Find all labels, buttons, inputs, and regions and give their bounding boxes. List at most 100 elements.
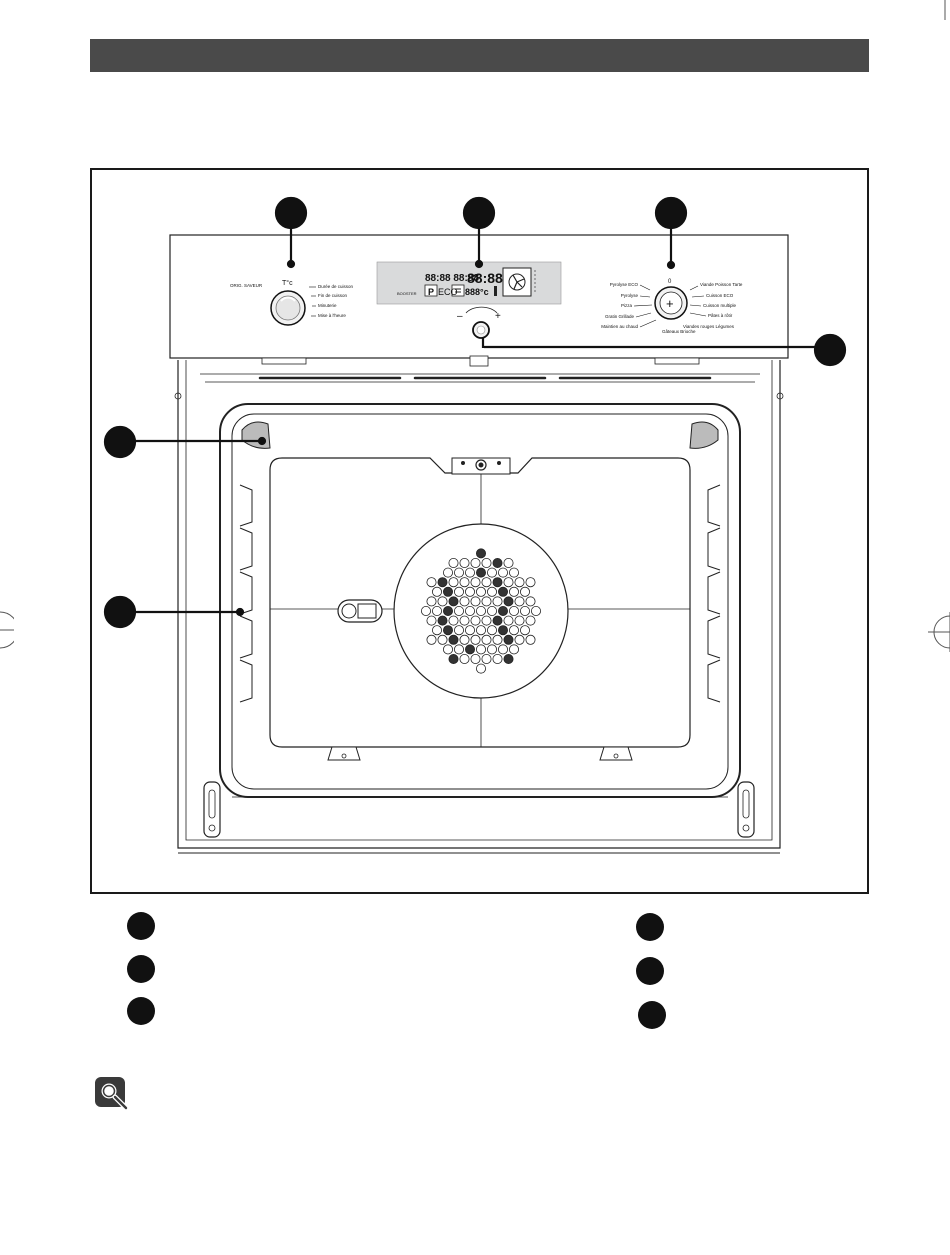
fan-hole bbox=[443, 587, 452, 596]
fan-hole bbox=[493, 616, 502, 625]
display-p-symbol: P bbox=[428, 287, 434, 297]
display-eco: ECO bbox=[438, 287, 458, 297]
fan-hole bbox=[465, 568, 474, 577]
fan-hole bbox=[432, 626, 441, 635]
legend-bullet-1 bbox=[127, 912, 155, 940]
fan-hole bbox=[487, 645, 496, 654]
fan-hole bbox=[460, 616, 469, 625]
fan-hole bbox=[476, 626, 485, 635]
fan-hole bbox=[509, 587, 518, 596]
fan-hole bbox=[504, 654, 513, 663]
fan-hole bbox=[454, 587, 463, 596]
display-temp-digits: 888°c bbox=[465, 287, 489, 297]
fan-hole bbox=[471, 654, 480, 663]
fan-hole bbox=[498, 568, 507, 577]
fan-hole bbox=[476, 664, 485, 673]
fan-hole bbox=[438, 578, 447, 587]
fan-hole bbox=[476, 549, 485, 558]
fan-hole bbox=[454, 626, 463, 635]
fan-hole bbox=[438, 597, 447, 606]
knob-left-label-3: Mise à l'heure bbox=[318, 313, 346, 318]
fan-hole bbox=[454, 606, 463, 615]
fan-hole bbox=[476, 645, 485, 654]
fan-hole bbox=[509, 626, 518, 635]
callout-3 bbox=[656, 198, 686, 228]
fan-hole bbox=[509, 606, 518, 615]
fan-hole bbox=[520, 606, 529, 615]
fan-hole bbox=[482, 558, 491, 567]
fan-hole bbox=[432, 587, 441, 596]
fan-hole bbox=[476, 587, 485, 596]
fan-hole bbox=[460, 578, 469, 587]
knob-right-plus: + bbox=[666, 296, 674, 311]
fan-hole bbox=[421, 606, 430, 615]
fan-hole bbox=[520, 626, 529, 635]
fan-hole bbox=[493, 597, 502, 606]
fan-hole bbox=[465, 626, 474, 635]
fan-hole bbox=[487, 587, 496, 596]
fan-hole bbox=[471, 558, 480, 567]
fan-hole bbox=[504, 558, 513, 567]
knob-left[interactable] bbox=[271, 291, 305, 325]
legend-bullet-6 bbox=[638, 1001, 666, 1029]
fan-hole bbox=[504, 635, 513, 644]
fan-hole bbox=[476, 606, 485, 615]
legend-bullet-5 bbox=[636, 957, 664, 985]
fan-hole bbox=[531, 606, 540, 615]
display-digits-large: 88:88 bbox=[467, 270, 503, 286]
fan-hole bbox=[482, 654, 491, 663]
callout-2 bbox=[464, 198, 494, 228]
fan-hole bbox=[498, 606, 507, 615]
fan-hole bbox=[449, 558, 458, 567]
knob-left-label-0: Durée de cuisson bbox=[318, 284, 354, 289]
fan-hole bbox=[515, 635, 524, 644]
fan-hole bbox=[482, 616, 491, 625]
fan-hole bbox=[487, 626, 496, 635]
fan-hole bbox=[443, 645, 452, 654]
fan-hole bbox=[515, 616, 524, 625]
fan-hole bbox=[493, 635, 502, 644]
fan-hole bbox=[493, 578, 502, 587]
callout-6 bbox=[105, 597, 135, 627]
fan-hole bbox=[509, 645, 518, 654]
callout-5 bbox=[105, 427, 135, 457]
knob-right-right-1: Cuisson ECO bbox=[706, 293, 734, 298]
fan-hole bbox=[454, 568, 463, 577]
fan-hole bbox=[471, 578, 480, 587]
fan-hole bbox=[449, 654, 458, 663]
fan-hole bbox=[449, 616, 458, 625]
fan-hole bbox=[487, 568, 496, 577]
fan-hole bbox=[493, 654, 502, 663]
fan-hole bbox=[471, 635, 480, 644]
fan-hole bbox=[526, 578, 535, 587]
fan-hole bbox=[515, 597, 524, 606]
legend-bullet-3 bbox=[127, 997, 155, 1025]
fan-hole bbox=[504, 597, 513, 606]
fan-hole bbox=[427, 616, 436, 625]
fan-hole bbox=[482, 597, 491, 606]
fan-hole bbox=[460, 558, 469, 567]
fan-hole bbox=[449, 578, 458, 587]
display-booster: BOOSTER bbox=[397, 291, 417, 296]
fan-hole bbox=[515, 578, 524, 587]
fan-hole bbox=[438, 616, 447, 625]
knob-left-left-label: ORIG. SAVEUR bbox=[230, 283, 263, 288]
fan-hole bbox=[460, 597, 469, 606]
knob-right-right-3: Pâtes à rôtir bbox=[708, 313, 733, 318]
legend-bullet-4 bbox=[636, 913, 664, 941]
knob-right-left-2: Pizza bbox=[621, 303, 633, 308]
fan-hole bbox=[487, 606, 496, 615]
fan-hole bbox=[471, 597, 480, 606]
fan-hole bbox=[449, 597, 458, 606]
knob-right-left-3: Gratin Grillade bbox=[605, 314, 635, 319]
fan-hole bbox=[509, 568, 518, 577]
fan-hole bbox=[432, 606, 441, 615]
fan-hole bbox=[460, 635, 469, 644]
fan-hole bbox=[471, 616, 480, 625]
fan-hole bbox=[482, 578, 491, 587]
knob-right-right-0: Viande Poisson Tarte bbox=[700, 282, 743, 287]
knob-left-label-2: Minuterie bbox=[318, 303, 337, 308]
encoder-plus: + bbox=[495, 311, 501, 322]
fan-hole bbox=[427, 635, 436, 644]
